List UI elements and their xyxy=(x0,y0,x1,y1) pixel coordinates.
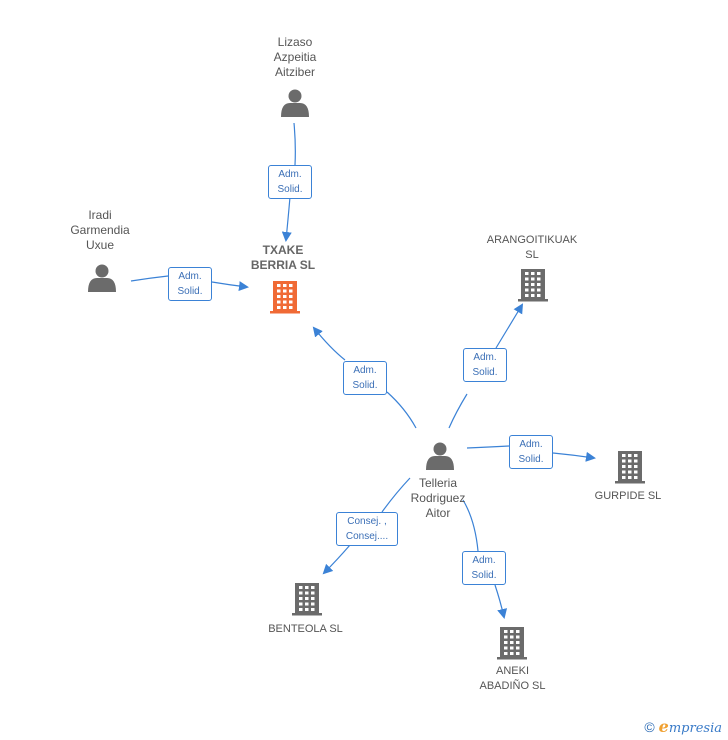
person-icon-iradi[interactable] xyxy=(88,264,116,293)
edge-label-iradi-txake: Adm. Solid. xyxy=(168,267,212,301)
edge-label-telleria-gurpide: Adm. Solid. xyxy=(509,435,553,469)
edge-telleria-txake xyxy=(314,328,417,429)
building-icon-benteola[interactable] xyxy=(292,583,322,616)
company-label-benteola[interactable]: BENTEOLA SL xyxy=(268,623,343,635)
edge-telleria-gurpide xyxy=(466,445,594,458)
edge-lizaso-txake xyxy=(286,122,296,240)
building-icon-txake[interactable] xyxy=(270,281,300,314)
edge-label-telleria-benteola: Consej. , Consej.... xyxy=(336,512,398,546)
company-label-arangoitikuak[interactable]: ARANGOITIKUAK SL xyxy=(486,234,578,261)
building-icon-arangoitikuak[interactable] xyxy=(518,269,548,302)
edge-label-telleria-aneki: Adm. Solid. xyxy=(462,551,506,585)
company-label-aneki-abadino[interactable]: ANEKI ABADIÑO SL xyxy=(479,665,546,692)
person-icon-telleria[interactable] xyxy=(426,442,454,471)
brand-logo: empresia xyxy=(658,717,722,736)
company-label-gurpide[interactable]: GURPIDE SL xyxy=(594,490,662,502)
company-label-txake-berria[interactable]: TXAKE BERRIA SL xyxy=(250,243,316,272)
edge-iradi-txake xyxy=(130,275,247,287)
person-label-lizaso[interactable]: Lizaso Azpeitia Aitziber xyxy=(273,35,317,79)
person-label-iradi[interactable]: Iradi Garmendia Uxue xyxy=(70,208,130,252)
copyright-icon: © xyxy=(644,719,655,735)
edge-label-telleria-txake: Adm. Solid. xyxy=(343,361,387,395)
building-icon-gurpide[interactable] xyxy=(615,451,645,484)
edge-telleria-aneki xyxy=(462,499,504,617)
person-icon-lizaso[interactable] xyxy=(281,89,309,118)
building-icon-aneki[interactable] xyxy=(497,627,527,660)
edge-label-lizaso-txake: Adm. Solid. xyxy=(268,165,312,199)
edge-label-telleria-arangoitikuak: Adm. Solid. xyxy=(463,348,507,382)
person-label-telleria[interactable]: Telleria Rodriguez Aitor xyxy=(410,476,466,520)
edge-telleria-arangoitikuak xyxy=(448,305,522,429)
footer-brand[interactable]: ©empresia xyxy=(644,717,722,736)
edge-telleria-benteola xyxy=(324,477,411,573)
